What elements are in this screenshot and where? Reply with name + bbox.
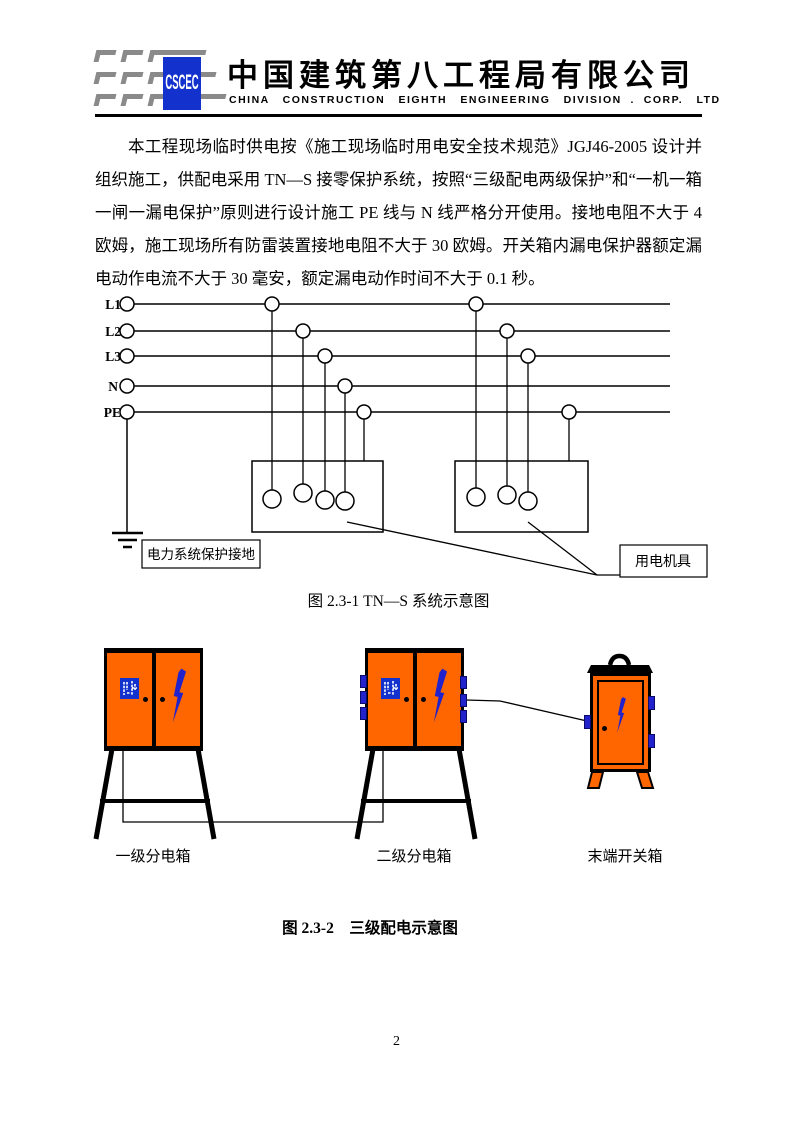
- wire-box2-box3: [465, 699, 588, 722]
- figure2-caption: 图 2.3-2 三级配电示意图: [282, 920, 458, 937]
- load-box-2: [454, 460, 589, 533]
- door-divider: [151, 653, 156, 746]
- bus-label-l3: L3: [105, 349, 121, 364]
- cscec-logo: CSCEC: [163, 57, 201, 110]
- cscec-door-logo: [120, 678, 139, 699]
- cable-connector: [360, 691, 367, 704]
- box1-right-door: [155, 653, 200, 746]
- page-number: 2: [393, 1034, 400, 1049]
- cscec-logo-text: CSCEC: [165, 71, 199, 96]
- door-handle-dot: [159, 697, 165, 702]
- box2-left-door: [368, 653, 413, 746]
- box3-legs: [586, 771, 655, 789]
- earth-label-box: [141, 539, 261, 569]
- cable-connector: [360, 675, 367, 688]
- cable-connector: [648, 734, 655, 748]
- cable-connector: [648, 696, 655, 710]
- drop-wires-box1: [271, 311, 365, 501]
- tns-system-diagram: L1 L2 L3 N PE: [104, 296, 708, 578]
- distribution-diagram-frame: [93, 653, 655, 840]
- header-rule: [95, 114, 702, 117]
- box2-stand: [354, 748, 478, 840]
- logo-bracket: [93, 94, 117, 106]
- box2-right-door: [416, 653, 461, 746]
- bus-lines: [134, 303, 670, 413]
- logo-bracket: [120, 50, 144, 62]
- lightning-bolt-icon: [617, 697, 626, 733]
- box3-handle: [607, 653, 632, 666]
- figure1-caption: 图 2.3-1 TN—S 系统示意图: [307, 593, 490, 610]
- door-divider: [412, 653, 417, 746]
- box3-top-cap: [587, 665, 653, 673]
- earth-label: 电力系统保护接地: [147, 546, 255, 562]
- box1-label: 一级分电箱: [115, 849, 191, 865]
- cable-connector: [584, 715, 591, 729]
- bus-source-terminals: [119, 296, 135, 420]
- cable-connector: [460, 710, 467, 723]
- distribution-box-level1: [104, 648, 203, 751]
- company-name-cn: 中国建筑第八工程局有限公司: [227, 58, 695, 93]
- load-pointer-lines: [346, 521, 620, 576]
- logo-bracket: [93, 50, 117, 62]
- company-name-en: CHINA CONSTRUCTION EIGHTH ENGINEERING DI…: [229, 94, 721, 106]
- cable-connector: [360, 707, 367, 720]
- door-handle-dot: [602, 726, 607, 731]
- end-switch-box: [590, 673, 651, 772]
- box1-stand: [93, 748, 217, 840]
- bus-label-pe: PE: [104, 405, 121, 420]
- box3-label: 末端开关箱: [587, 849, 663, 865]
- load-terminals: [262, 483, 538, 511]
- bus-tap-circles: [264, 296, 577, 420]
- wire-box1-box2: [122, 751, 384, 823]
- door-handle-dot: [142, 697, 148, 702]
- logo-bracket: [120, 72, 144, 84]
- lightning-bolt-icon: [433, 668, 447, 723]
- lightning-bolt-icon: [172, 668, 186, 723]
- box2-label: 二级分电箱: [376, 849, 452, 865]
- bus-label-l1: L1: [105, 297, 121, 312]
- box1-left-door: [107, 653, 152, 746]
- load-label: 用电机具: [635, 554, 691, 570]
- logo-bracket: [120, 94, 144, 106]
- door-handle-dot: [420, 697, 426, 702]
- drop-wires-box2: [475, 311, 570, 501]
- box3-door: [597, 680, 644, 765]
- body-paragraph: 本工程现场临时供电按《施工现场临时用电安全技术规范》JGJ46-2005 设计并…: [95, 137, 702, 288]
- logo-bracket: [93, 72, 117, 84]
- cscec-door-logo-mark: [123, 681, 137, 695]
- bus-label-l2: L2: [105, 324, 121, 339]
- distribution-box-level2: [365, 648, 464, 751]
- load-box-1: [251, 460, 384, 533]
- cscec-door-logo: [381, 678, 400, 699]
- cscec-door-logo-mark: [384, 681, 398, 695]
- cable-connector: [460, 694, 467, 707]
- bus-labels: L1 L2 L3 N PE: [104, 297, 122, 420]
- bus-label-n: N: [108, 379, 118, 394]
- load-label-box: [619, 544, 708, 578]
- earth-symbol: [112, 419, 143, 549]
- door-handle-dot: [403, 697, 409, 702]
- cable-connector: [460, 676, 467, 689]
